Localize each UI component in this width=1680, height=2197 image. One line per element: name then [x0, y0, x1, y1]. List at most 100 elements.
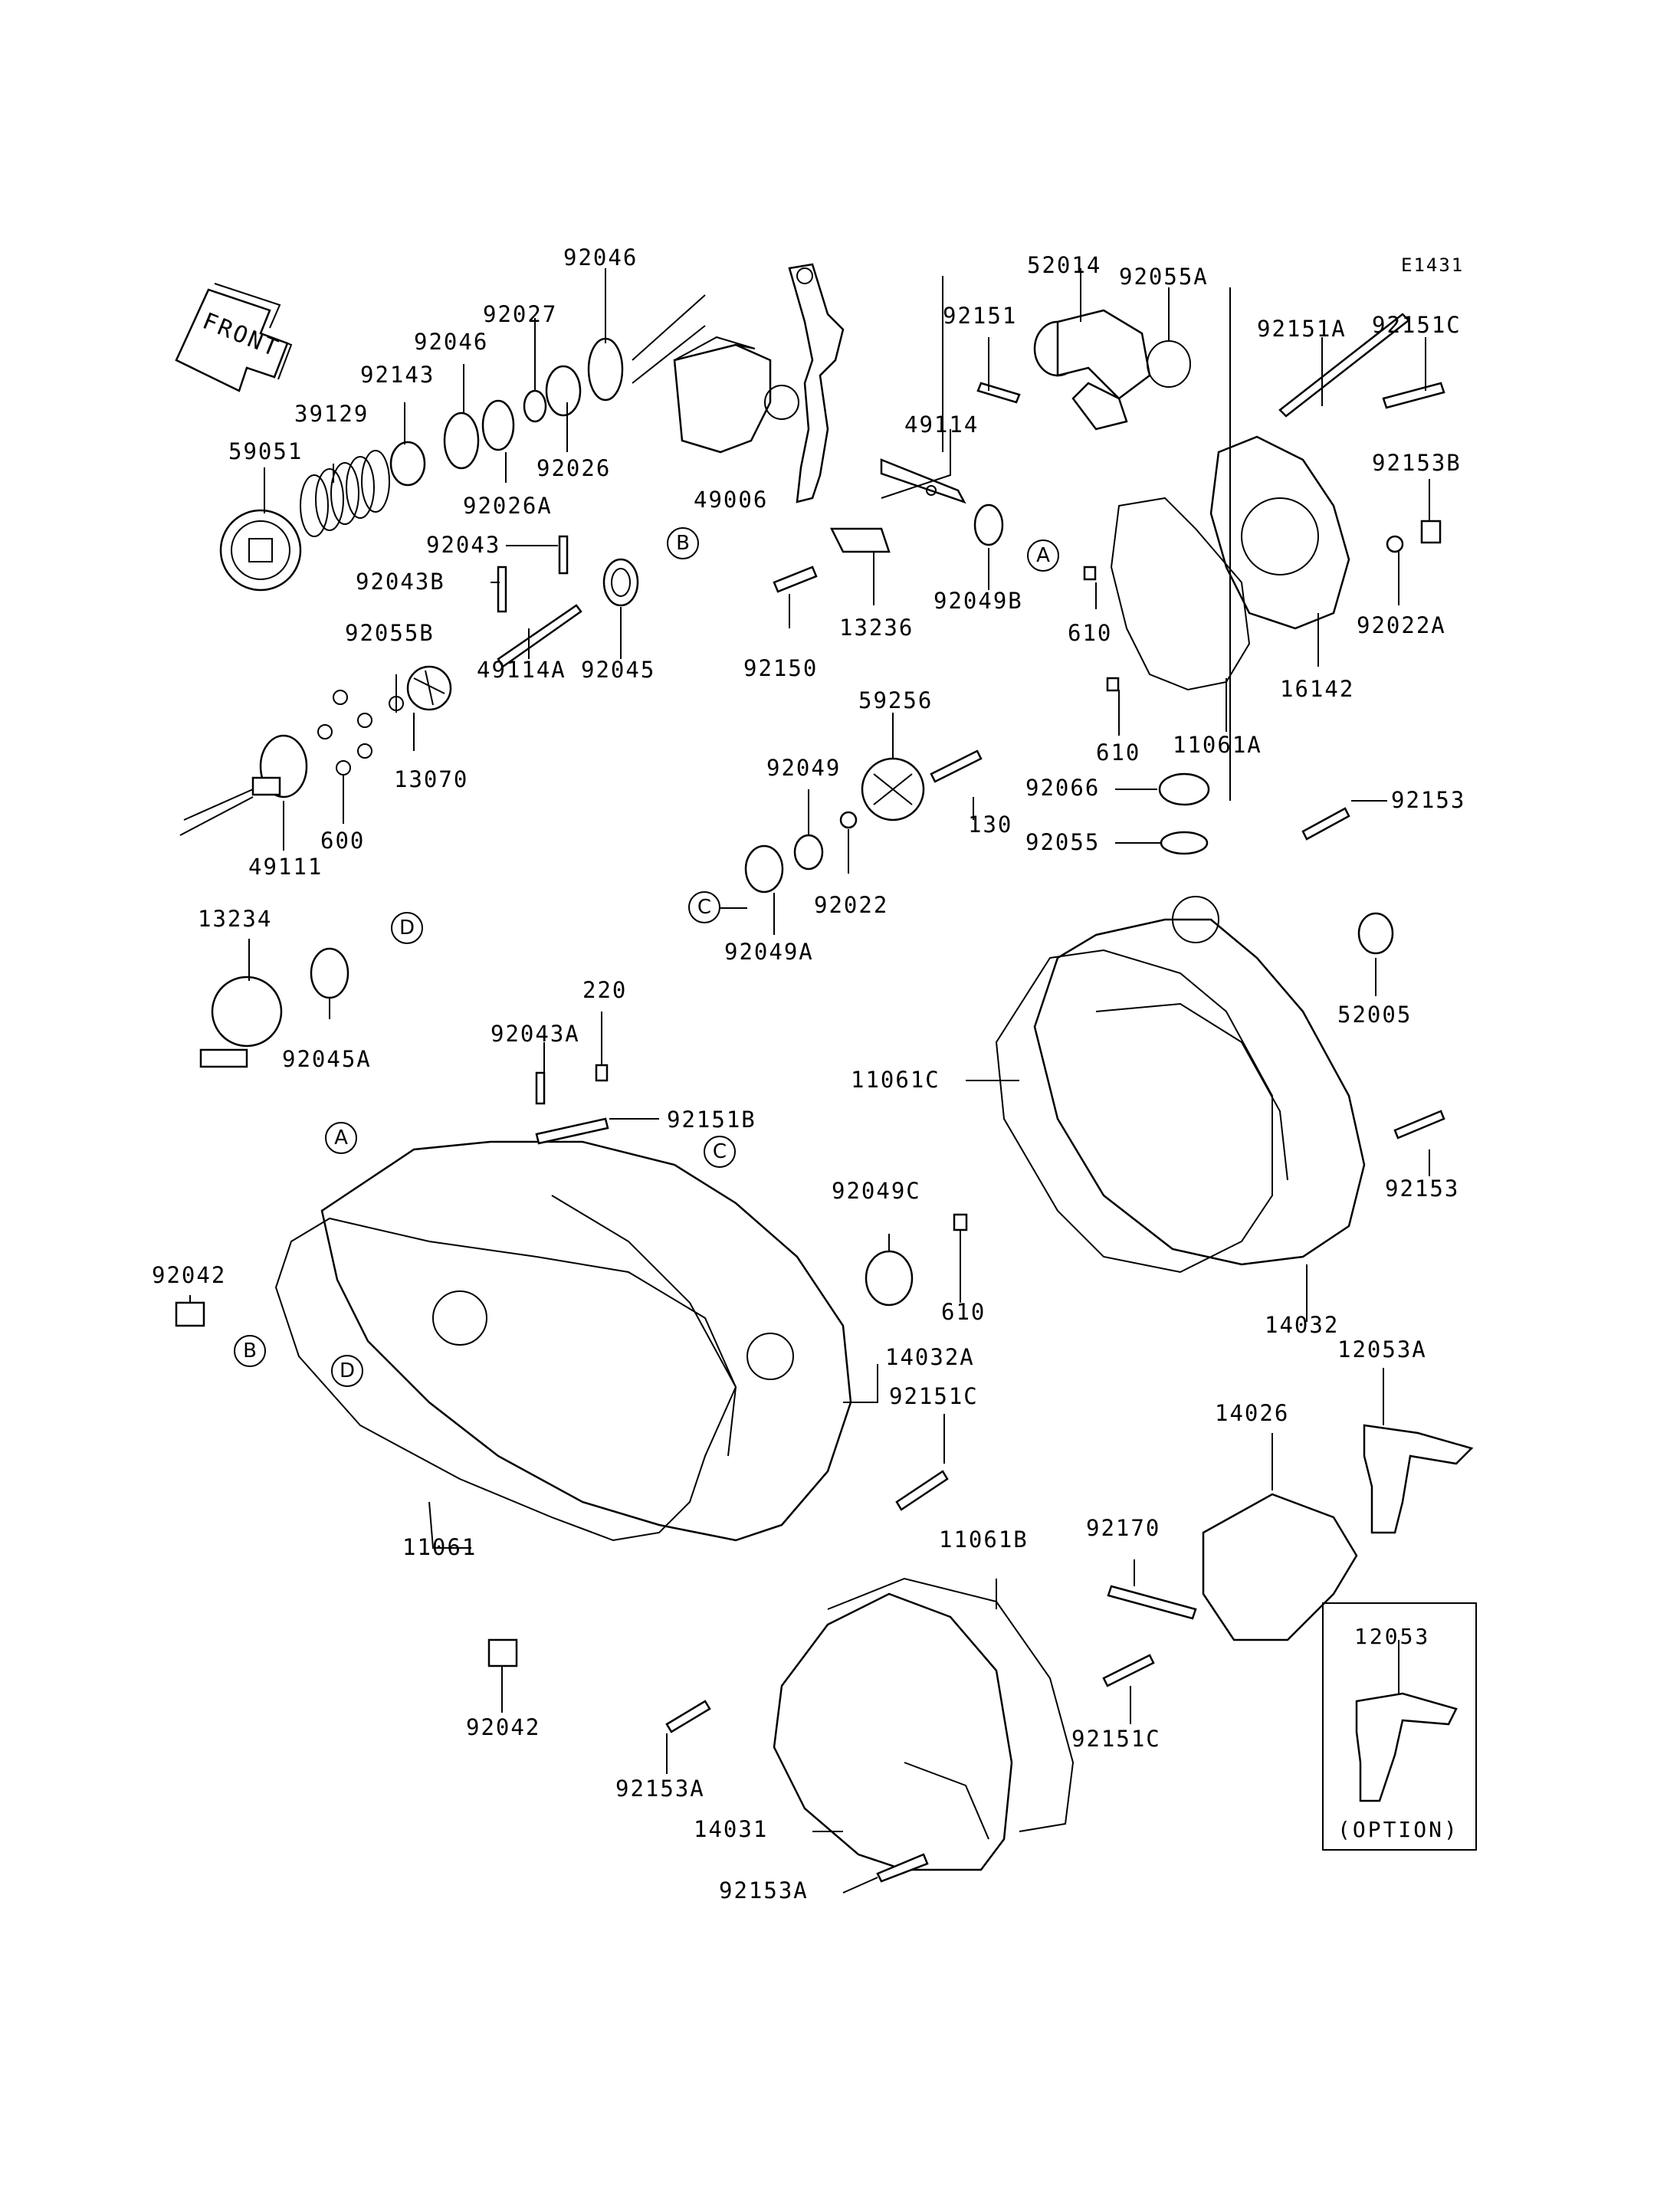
ref-marker-b-2: B: [234, 1335, 266, 1367]
bolt-92150: [773, 566, 818, 593]
part-label: 14031: [694, 1816, 769, 1842]
dowel-610b: [1106, 677, 1120, 692]
ring-92027: [523, 389, 547, 423]
dowel-610: [1083, 566, 1097, 581]
gasket-11061B: [827, 1577, 1075, 1832]
washer-92022A: [1386, 535, 1404, 553]
part-label: 52014: [1027, 252, 1102, 278]
part-label: 92153: [1385, 1176, 1460, 1202]
plate-92170: [1107, 1585, 1197, 1620]
washer-92046: [443, 412, 480, 470]
part-label: 92043A: [491, 1021, 580, 1047]
dowel-610c: [953, 1213, 968, 1231]
part-label: 92042: [152, 1262, 227, 1288]
washer-92026A: [481, 399, 515, 451]
guard-14026: [1202, 1493, 1358, 1641]
part-label: 59256: [858, 687, 934, 713]
part-label: 12053A: [1337, 1336, 1427, 1362]
dowel-92042b: [487, 1638, 518, 1667]
part-label: 610: [1068, 620, 1113, 646]
part-label: 14026: [1215, 1400, 1290, 1426]
part-label: 13236: [839, 615, 914, 641]
bolt-130: [930, 749, 983, 783]
washer-92022: [839, 811, 858, 829]
part-label: 49114A: [477, 657, 566, 683]
part-label: 92022: [814, 892, 889, 918]
bracket-12053: [1355, 1692, 1458, 1802]
part-label: 92043B: [356, 569, 445, 595]
part-label: 52005: [1337, 1002, 1413, 1028]
part-label: 14032: [1265, 1312, 1340, 1338]
option-part-number: 12053: [1354, 1624, 1431, 1649]
dowel-92042: [175, 1301, 205, 1327]
ref-marker-a: A: [1027, 539, 1059, 572]
ref-marker-a-2: A: [325, 1122, 357, 1154]
seal-92049B: [973, 503, 1004, 546]
part-label: 92027: [483, 301, 558, 327]
diagram-code: E1431: [1401, 254, 1465, 276]
part-label: 39129: [294, 401, 369, 427]
lever-49006: [673, 336, 799, 454]
part-label: 92043: [426, 532, 501, 558]
ref-marker-b: B: [667, 527, 699, 559]
oil-seal-92045A: [310, 947, 349, 999]
part-label: 92170: [1086, 1515, 1161, 1541]
ref-marker-c: C: [688, 891, 720, 923]
part-label: 92045: [581, 657, 656, 683]
part-label: 92026A: [463, 493, 553, 519]
spring-39129: [300, 450, 390, 537]
part-label: 92143: [360, 362, 435, 388]
part-label: 92151: [943, 303, 1018, 329]
part-label: 16142: [1280, 676, 1355, 702]
part-label: 220: [582, 977, 628, 1003]
bolt-92151B: [535, 1117, 609, 1145]
part-label: 92049: [766, 755, 842, 781]
part-label: 92055A: [1119, 264, 1209, 290]
part-label: 11061B: [939, 1526, 1029, 1553]
bearing-92049A: [744, 844, 784, 894]
bracket-13236: [829, 527, 891, 553]
bolt-92153A-bottom: [876, 1853, 929, 1883]
shaft-49114A: [497, 604, 582, 668]
washer-92026: [545, 365, 582, 417]
bolt-92153A: [665, 1700, 711, 1733]
clutch-cover-14032: [1033, 896, 1366, 1266]
part-label: 14032A: [885, 1344, 975, 1370]
option-box: 12053 (OPTION): [1322, 1602, 1477, 1851]
part-label: 92055B: [345, 620, 435, 646]
seal-52005: [1357, 912, 1394, 955]
ref-marker-c-2: C: [704, 1136, 736, 1168]
part-label: 92042: [466, 1714, 541, 1740]
kick-gear-59051: [219, 509, 302, 592]
impeller-13070: [406, 665, 452, 711]
part-label: 92150: [743, 655, 819, 681]
pin-92043A: [535, 1071, 546, 1105]
part-label: 600: [320, 828, 366, 854]
part-label: 92049C: [832, 1178, 921, 1204]
part-label: 92049A: [724, 939, 814, 965]
part-label: 92153A: [719, 1877, 809, 1904]
part-label: 49111: [248, 854, 323, 880]
magneto-cover-14031: [773, 1592, 1013, 1871]
part-label: 92026: [536, 455, 612, 481]
o-ring-92055A: [1147, 340, 1191, 388]
part-label: 92045A: [282, 1046, 372, 1072]
water-pump-cover-16142: [1209, 435, 1350, 630]
water-pipe-52014: [1033, 309, 1151, 431]
part-label: 92066: [1025, 775, 1101, 801]
collar-92143: [389, 441, 426, 487]
part-label: 92151B: [667, 1107, 756, 1133]
part-label: 92049B: [934, 588, 1023, 614]
screw-220: [595, 1064, 609, 1082]
part-label: 11061: [402, 1534, 477, 1560]
part-label: 49114: [904, 412, 979, 438]
part-label: 92151C: [889, 1383, 979, 1409]
crankcase-cover-14032A: [320, 1140, 852, 1542]
bolt-92151C-mid: [895, 1470, 949, 1511]
oil-seal-92045: [602, 558, 639, 607]
impeller-59256: [861, 757, 925, 821]
part-label: 59051: [228, 438, 304, 464]
o-ring-92055: [1160, 831, 1209, 855]
part-label: 92151A: [1257, 316, 1347, 342]
